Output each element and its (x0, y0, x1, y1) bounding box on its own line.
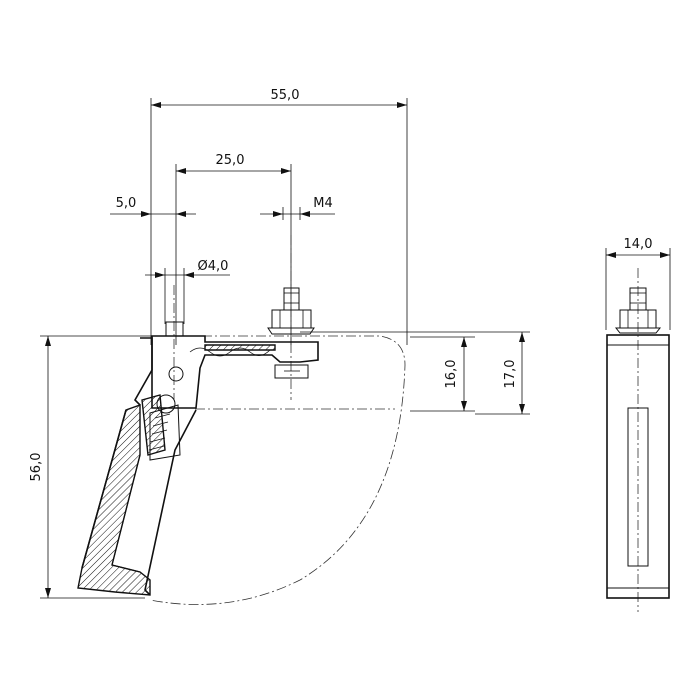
dim-56-label: 56,0 (29, 453, 44, 482)
dim-5-label: 5,0 (116, 196, 137, 211)
dimension-17: 17,0 (300, 331, 530, 415)
swing-path (149, 335, 406, 605)
dim-diameter-label: Ø4,0 (198, 259, 229, 274)
lever-upper (134, 337, 153, 406)
dimension-25: 25,0 (175, 153, 292, 345)
pivot-circle (168, 366, 184, 382)
spring-bore (149, 404, 181, 461)
dimension-16: 16,0 (410, 336, 475, 412)
side-view: 14,0 (605, 237, 671, 612)
dimension-14: 14,0 (605, 237, 671, 330)
strip-section (204, 344, 276, 351)
lever-section (77, 404, 151, 596)
lever-outer-edge (81, 409, 127, 569)
dimension-56: 56,0 (29, 335, 155, 599)
dim-25-label: 25,0 (216, 153, 245, 168)
lever-back (144, 409, 197, 596)
detent-housing (141, 394, 166, 456)
side-body (606, 334, 670, 599)
dimension-m4: M4 (260, 196, 335, 220)
side-washer (614, 327, 662, 334)
dimension-diameter-4: Ø4,0 (145, 259, 230, 324)
bolt-head (274, 364, 309, 379)
bolt-shank (283, 287, 300, 311)
dim-m4-label: M4 (313, 196, 333, 211)
top-pin (165, 321, 184, 337)
washer (267, 327, 315, 335)
nut (271, 309, 312, 329)
lever-inner-edge (111, 454, 141, 573)
dimension-5: 5,0 (110, 196, 196, 217)
detent-spring (148, 413, 171, 451)
front-view (77, 235, 406, 605)
dim-55-label: 55,0 (271, 88, 300, 103)
spring-strip (189, 347, 271, 357)
dim-17-label: 17,0 (503, 360, 518, 389)
top-body (151, 335, 319, 409)
dim-16-label: 16,0 (444, 360, 459, 389)
dim-14-label: 14,0 (624, 237, 653, 252)
side-slot (627, 407, 649, 567)
dimension-55: 55,0 (150, 88, 408, 345)
